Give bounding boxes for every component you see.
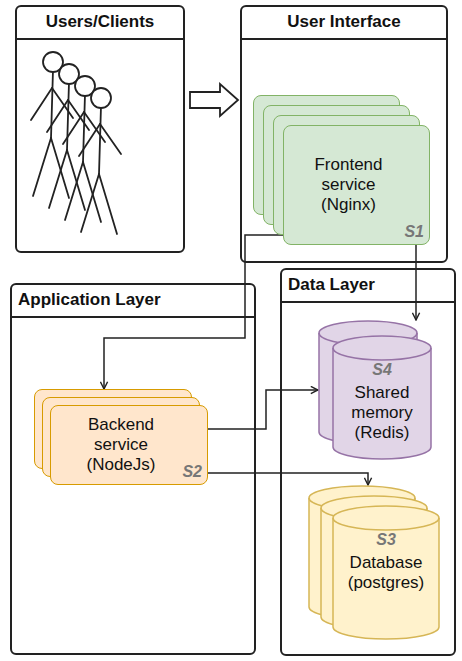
connector [208, 473, 368, 485]
users-illustration [25, 40, 155, 240]
storage-id: S4 [372, 361, 392, 379]
cylinder-rim [333, 518, 439, 530]
storage-stack: S4Shared memory (Redis) [318, 320, 432, 460]
service-id: S1 [404, 223, 424, 241]
block-arrow [190, 84, 238, 116]
storage-stack: S3Database (postgres) [308, 485, 440, 640]
service-card: Frontend service (Nginx)S1 [283, 125, 430, 245]
connector [104, 235, 283, 389]
layer-title: Users/Clients [17, 7, 183, 40]
service-card: Backend service (NodeJs) S2 [50, 405, 208, 485]
stick-figure [79, 88, 121, 234]
layer-title: Data Layer [282, 270, 454, 303]
cylinder-body [333, 506, 439, 639]
service-stack: Backend service (NodeJs) S2 [34, 389, 208, 485]
service-id: S2 [182, 463, 202, 481]
service-name: Frontend service (Nginx) [294, 155, 403, 215]
cylinder-rim [333, 348, 431, 360]
service-stack: Frontend service (Nginx)S1 [253, 95, 430, 245]
storage-label: S4Shared memory (Redis) [332, 361, 432, 443]
storage-label: S3Database (postgres) [332, 531, 440, 593]
layer-box: Users/Clients [15, 5, 185, 253]
storage-name: Database (postgres) [336, 553, 436, 593]
layer-box: Data LayerS4Shared memory (Redis) S3Datab… [280, 268, 456, 656]
layer-title: User Interface [242, 7, 446, 40]
storage-id: S3 [376, 531, 396, 549]
layer-box: User InterfaceFrontend service (Nginx)S1 [240, 5, 448, 263]
layer-box: Application LayerBackend service (NodeJs… [10, 283, 256, 655]
cylinder-body [333, 336, 431, 459]
layer-title: Application Layer [12, 285, 254, 318]
connector [415, 245, 417, 320]
service-name: Backend service (NodeJs) [71, 415, 171, 475]
storage-name: Shared memory (Redis) [336, 383, 428, 443]
connector [208, 390, 318, 429]
